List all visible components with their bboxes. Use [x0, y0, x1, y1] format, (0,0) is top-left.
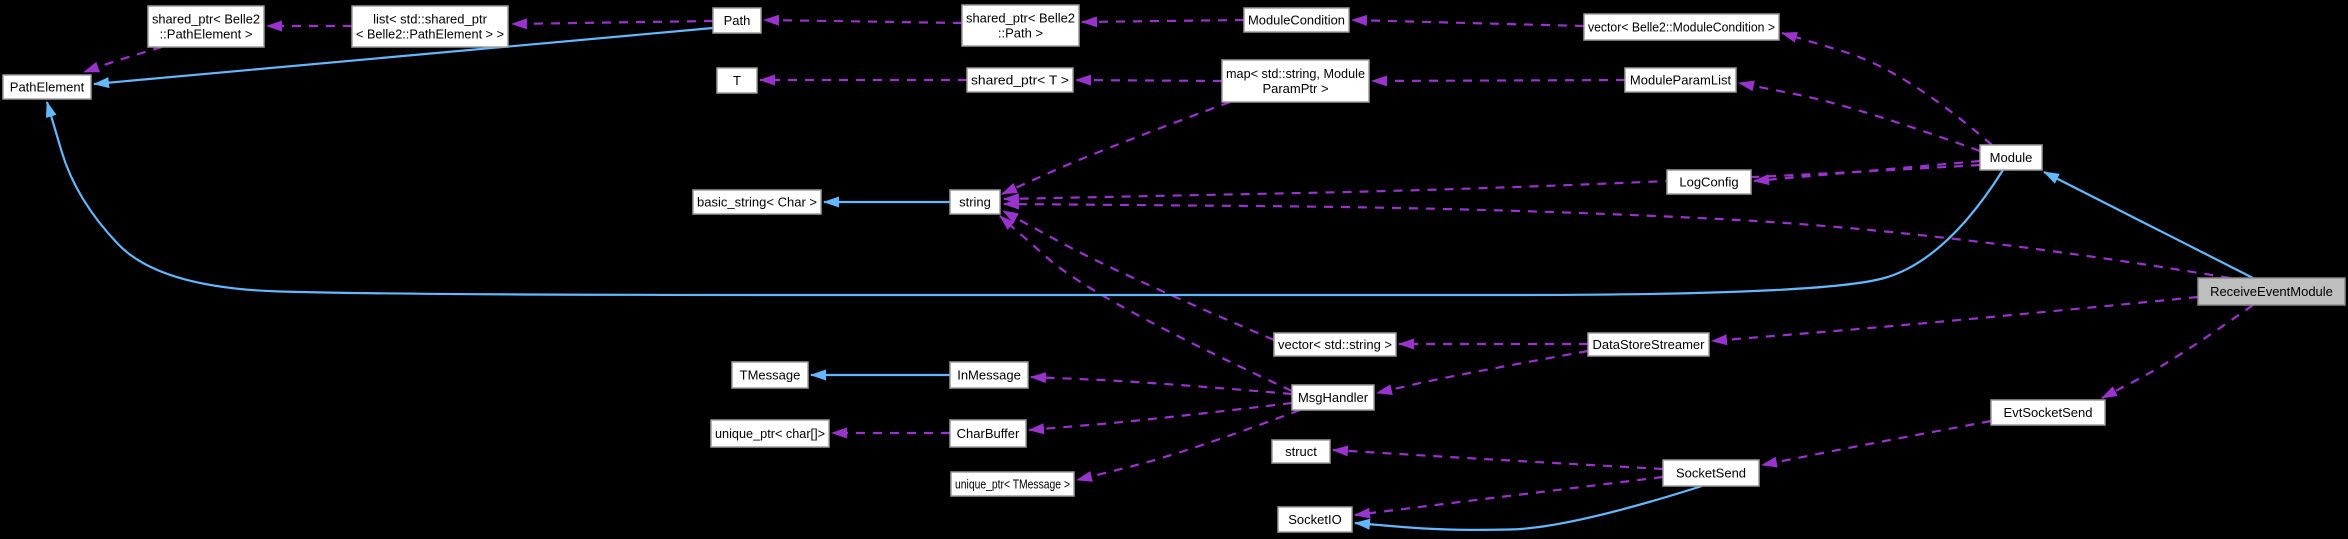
node-unique-ptr-char[interactable]: unique_ptr< char[]>	[710, 419, 830, 448]
node-inmessage[interactable]: InMessage	[949, 361, 1029, 389]
node-unique-ptr-char-label: unique_ptr< char[]>	[715, 426, 825, 441]
node-unique-ptr-tmessage[interactable]: unique_ptr< TMessage >	[950, 471, 1075, 497]
edge-path-to-pathelement-inherits	[93, 26, 714, 89]
node-modulecondition-label: ModuleCondition	[1248, 13, 1345, 28]
node-path-label: Path	[724, 13, 751, 28]
node-pathelement-label: PathElement	[10, 80, 85, 95]
edge-module-to-moduleparamlist-uses	[1738, 80, 1981, 153]
node-tmessage[interactable]: TMessage	[731, 361, 809, 389]
node-t-label: T	[733, 73, 741, 88]
node-socketsend-label: SocketSend	[1676, 466, 1746, 481]
node-vector-std-string[interactable]: vector< std::string >	[1273, 332, 1397, 357]
node-basic-string-char-label: basic_string< Char >	[697, 195, 817, 210]
node-charbuffer[interactable]: CharBuffer	[949, 419, 1027, 448]
node-vector-modulecondition[interactable]: vector< Belle2::ModuleCondition >	[1583, 13, 1780, 41]
node-receiveeventmodule[interactable]: ReceiveEventModule	[2197, 277, 2346, 306]
node-sptr-t[interactable]: shared_ptr< T >	[966, 67, 1074, 93]
edge-receiveeventmodule-to-string-uses	[1003, 198, 2231, 280]
node-struct[interactable]: struct	[1271, 439, 1331, 464]
edge-evtsocketsend-to-socketsend-uses	[1761, 419, 1992, 468]
node-list-sptr-pathelement-label: list< std::shared_ptr< Belle2::PathEleme…	[356, 12, 504, 42]
node-sptr-path[interactable]: shared_ptr< Belle2::Path >	[961, 4, 1080, 47]
edge-map-string-moduleparamptr-to-string-uses	[1001, 100, 1231, 196]
node-t[interactable]: T	[716, 67, 758, 94]
node-unique-ptr-tmessage-label: unique_ptr< TMessage >	[955, 477, 1070, 492]
node-socketio-label: SocketIO	[1288, 512, 1341, 527]
node-path[interactable]: Path	[712, 7, 762, 34]
node-evtsocketsend-label: EvtSocketSend	[2004, 405, 2093, 420]
edge-map-string-moduleparamptr-to-sptr-t-uses	[1075, 74, 1223, 86]
edge-module-to-string-uses	[1003, 163, 1981, 205]
edge-path-to-list-sptr-pathelement-uses	[511, 18, 714, 30]
edge-msghandler-to-inmessage-uses	[1030, 372, 1293, 396]
edge-sptr-pathelement-to-pathelement-uses	[83, 45, 163, 74]
node-receiveeventmodule-label: ReceiveEventModule	[2210, 284, 2333, 299]
node-basic-string-char[interactable]: basic_string< Char >	[692, 189, 822, 215]
node-socketio[interactable]: SocketIO	[1277, 506, 1353, 533]
node-tmessage-label: TMessage	[740, 368, 801, 383]
edge-msghandler-to-charbuffer-uses	[1028, 401, 1293, 435]
edge-module-to-vector-modulecondition-uses	[1781, 31, 1993, 146]
node-socketsend[interactable]: SocketSend	[1662, 459, 1760, 487]
node-inmessage-label: InMessage	[957, 368, 1021, 383]
node-sptr-pathelement-label: shared_ptr< Belle2::PathElement >	[152, 12, 260, 42]
node-vector-modulecondition-label: vector< Belle2::ModuleCondition >	[1588, 20, 1775, 35]
edge-datastorestreamer-to-msghandler-uses	[1376, 349, 1589, 395]
node-vector-std-string-label: vector< std::string >	[1278, 337, 1392, 352]
edge-vector-std-string-to-string-uses	[1002, 210, 1275, 342]
edge-msghandler-to-unique-ptr-tmessage-uses	[1076, 408, 1301, 482]
node-sptr-pathelement[interactable]: shared_ptr< Belle2::PathElement >	[147, 5, 265, 48]
edge-socketsend-to-socketio-inherits	[1354, 484, 1703, 532]
node-datastorestreamer[interactable]: DataStoreStreamer	[1587, 332, 1710, 357]
edge-module-to-pathelement-inherits	[45, 101, 2004, 297]
node-sptr-t-label: shared_ptr< T >	[971, 73, 1069, 88]
edge-receiveeventmodule-to-datastorestreamer-uses	[1711, 295, 2199, 346]
node-sptr-path-label: shared_ptr< Belle2::Path >	[966, 11, 1075, 41]
edge-socketsend-to-socketio-uses	[1354, 475, 1664, 519]
node-modulecondition[interactable]: ModuleCondition	[1243, 7, 1350, 33]
node-list-sptr-pathelement[interactable]: list< std::shared_ptr< Belle2::PathEleme…	[351, 5, 509, 48]
node-pathelement[interactable]: PathElement	[2, 74, 92, 100]
edge-socketsend-to-struct-uses	[1332, 445, 1664, 471]
node-datastorestreamer-label: DataStoreStreamer	[1593, 337, 1706, 352]
node-msghandler[interactable]: MsgHandler	[1291, 384, 1375, 411]
edge-msghandler-to-string-uses	[999, 215, 1293, 392]
node-charbuffer-label: CharBuffer	[957, 426, 1020, 441]
node-evtsocketsend[interactable]: EvtSocketSend	[1990, 399, 2106, 426]
node-string-label: string	[959, 195, 991, 210]
node-moduleparamlist[interactable]: ModuleParamList	[1624, 67, 1737, 93]
node-module-label: Module	[1990, 150, 2033, 165]
edge-moduleparamlist-to-map-string-moduleparamptr-uses	[1371, 75, 1626, 87]
node-logconfig-label: LogConfig	[1679, 175, 1738, 190]
node-string[interactable]: string	[949, 189, 1001, 215]
node-moduleparamlist-label: ModuleParamList	[1630, 73, 1732, 88]
node-msghandler-label: MsgHandler	[1298, 390, 1369, 405]
node-module[interactable]: Module	[1979, 144, 2043, 171]
edge-receiveeventmodule-to-evtsocketsend-uses	[2101, 304, 2254, 399]
edge-sptr-path-to-path-uses	[763, 14, 963, 26]
edge-vector-modulecondition-to-modulecondition-uses	[1351, 14, 1585, 28]
node-logconfig[interactable]: LogConfig	[1666, 169, 1752, 195]
edge-modulecondition-to-sptr-path-uses	[1081, 16, 1245, 28]
edge-module-to-logconfig-uses	[1753, 159, 1981, 186]
node-struct-label: struct	[1285, 444, 1317, 459]
edge-receiveeventmodule-to-module-inherits	[2043, 171, 2254, 279]
